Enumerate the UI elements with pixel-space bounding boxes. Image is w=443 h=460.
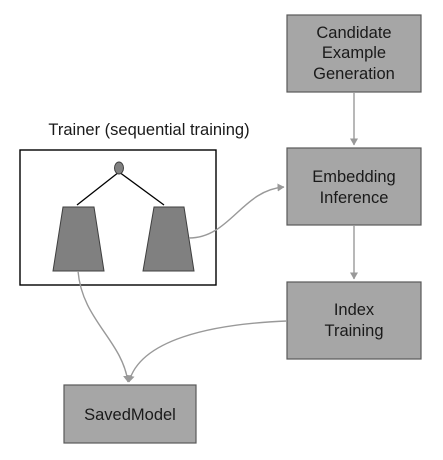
arrow-tower-to-embedding — [188, 183, 285, 239]
embedding-inference-label-line-1: Embedding — [312, 168, 395, 186]
right-tower-icon — [142, 206, 195, 272]
candidate-example-generation-box: Candidate Example Generation — [286, 14, 422, 93]
arrows — [77, 92, 358, 383]
embedding-inference-box: Embedding Inference — [286, 147, 422, 226]
two-tower-model-icon — [52, 161, 195, 272]
embedding-inference-label-line-2: Inference — [320, 189, 389, 207]
left-tower-icon — [52, 206, 105, 272]
arrow-index-to-savedmodel — [126, 320, 288, 383]
saved-model-label: SavedModel — [84, 406, 176, 424]
candidate-generation-label-line-1: Candidate — [316, 24, 391, 42]
left-tower-link — [76, 171, 120, 206]
arrow-tower-to-savedmodel — [77, 270, 132, 383]
right-tower-link — [118, 171, 165, 206]
index-training-label-line-1: Index — [334, 301, 375, 319]
saved-model-box: SavedModel — [63, 384, 197, 444]
candidate-generation-label-line-2: Example — [322, 44, 386, 62]
candidate-generation-label-line-3: Generation — [313, 65, 395, 83]
tower-root-node-icon — [114, 161, 124, 175]
trainer-caption: Trainer (sequential training) — [48, 121, 249, 139]
index-training-box: Index Training — [286, 281, 422, 360]
index-training-label-line-2: Training — [325, 322, 384, 340]
